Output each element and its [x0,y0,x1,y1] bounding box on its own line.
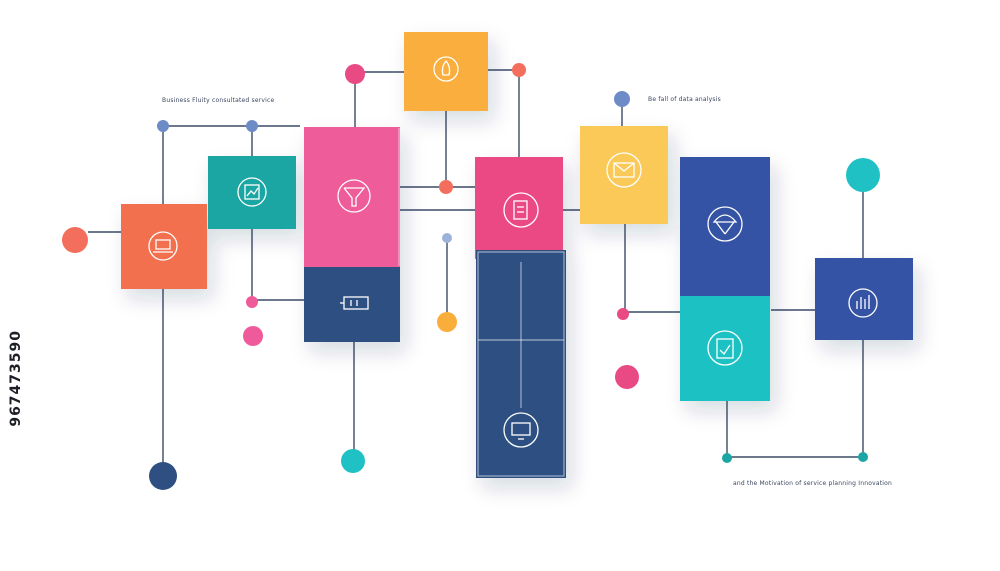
dots [62,63,880,490]
cyan-block [680,296,770,401]
parachute-icon [707,206,743,242]
blue-dot [246,120,258,132]
rocket-icon [433,56,459,82]
blue-dot [157,120,169,132]
caption-bottom-right: and the Motivation of service planning I… [733,480,893,487]
right-block [815,258,913,340]
coral-block [121,204,207,289]
pink-dot [243,326,263,346]
blue-dot [442,233,452,243]
coral-dot [62,227,88,253]
tall-block-border [477,251,565,477]
magenta-block [475,157,563,259]
pink-dot [615,365,639,389]
navy-block [304,267,400,342]
chart-icon [237,177,267,207]
cyan-dot [846,158,880,192]
blocks [121,32,913,478]
bar-chart-icon [848,288,878,318]
tall-block-grid [477,251,565,477]
pink-dot [246,296,258,308]
monitor-icon [503,412,539,448]
coral-dot [512,63,526,77]
cyan-dot [341,449,365,473]
blue-block [680,157,770,296]
blue-dot [614,91,630,107]
teal-dot [722,453,732,463]
icons [148,56,878,448]
yellow-block [580,126,668,224]
mail-icon [606,152,642,188]
navy-dot [149,462,177,490]
caption-top-right: Be fall of data analysis [648,96,721,103]
clipboard-icon [707,330,743,366]
funnel-icon [337,179,371,213]
orange-dot [437,312,457,332]
document-icon [503,192,539,228]
pink-dot [617,308,629,320]
magenta-dot [345,64,365,84]
caption-top-left: Business Fluity consultated service [162,97,275,104]
teal-dot [858,452,868,462]
battery-icon [340,296,369,310]
laptop-icon [148,231,178,261]
orange-block [404,32,488,111]
coral-dot [439,180,453,194]
